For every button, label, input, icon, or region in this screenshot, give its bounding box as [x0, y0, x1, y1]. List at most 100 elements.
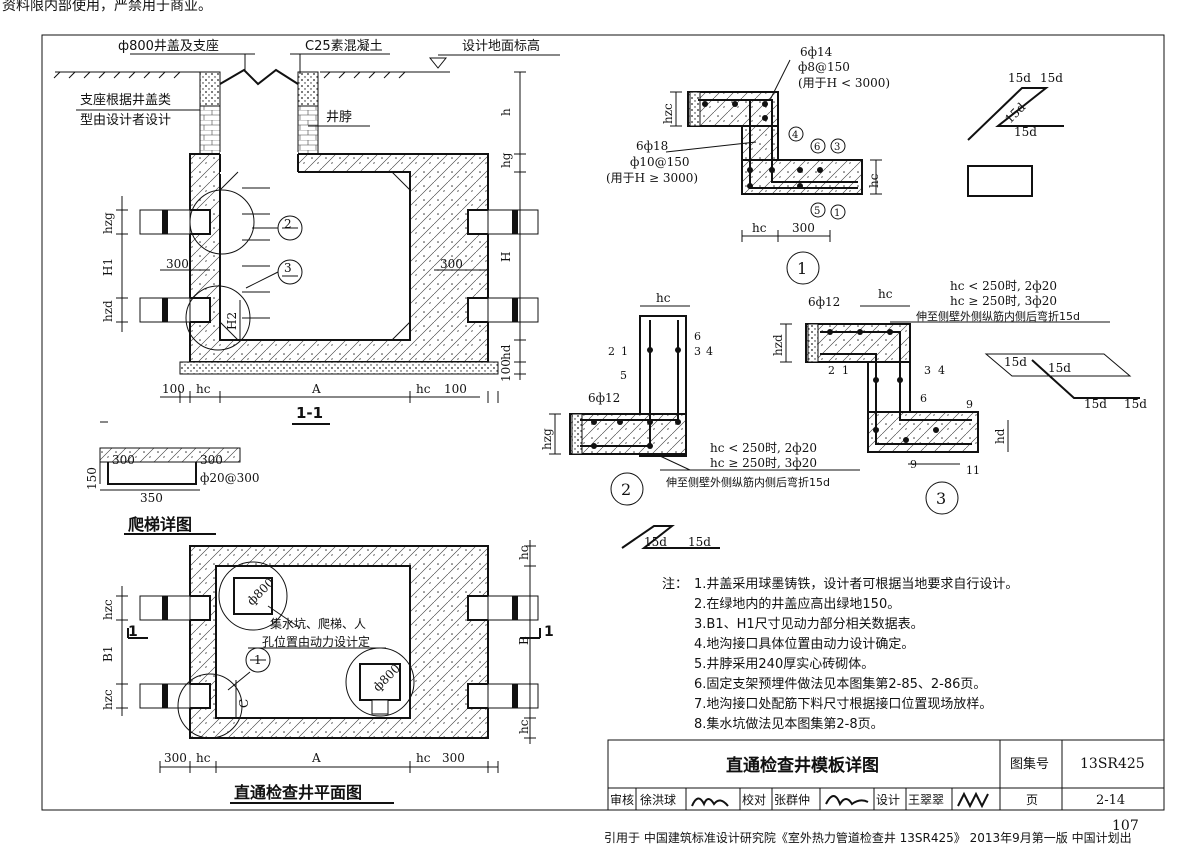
d3-hd: hd [993, 428, 1007, 444]
detail-2 [549, 305, 860, 506]
plan-300-right: 300 [442, 751, 465, 765]
sheet-frame [41, 34, 1165, 811]
note-8: 8.集水坑做法见本图集第2-8页。 [694, 716, 884, 732]
dim-hc-right: hc [416, 382, 431, 396]
dim-hc-left: hc [196, 382, 211, 396]
check-label: 校对 [742, 792, 766, 807]
d2-bend-note: 伸至侧壁外侧纵筋内侧后弯折15d [666, 475, 830, 489]
d3-hc: hc [878, 287, 893, 301]
section-view [53, 53, 560, 423]
hook-mid-a: 15d [1004, 355, 1027, 369]
section-title: 1-1 [296, 404, 323, 422]
plan-note-2: 孔位置由动力设计定 [262, 634, 370, 649]
d3-mark-3: 3 [924, 364, 931, 377]
dim-hzd: hzd [101, 300, 115, 322]
d1-mark-5: 5 [814, 206, 820, 217]
plan-300-left: 300 [164, 751, 187, 765]
ladder-300-right: 300 [200, 453, 223, 467]
ladder-150: 150 [85, 467, 99, 490]
dim-H1: H1 [101, 258, 115, 276]
d1-rebar-b: ф8@150 [798, 60, 850, 74]
plan-B1: B1 [101, 646, 115, 662]
d3-mark-6: 6 [920, 392, 927, 405]
d2-mark-6: 6 [694, 330, 701, 343]
ladder-300-left: 300 [112, 453, 135, 467]
d3-mark-4: 4 [938, 364, 945, 377]
callout-2: 2 [284, 217, 292, 231]
plan-callout-1: 1 [254, 653, 262, 667]
d3-note-lt: hc < 250时, 2ф20 [950, 279, 1057, 293]
dim-300-right: 300 [440, 257, 463, 271]
hook-top-b: 15d [1040, 71, 1063, 85]
cover-label: ф800井盖及支座 [118, 39, 219, 54]
dim-100-bl: 100 [162, 382, 185, 396]
dim-h: h [499, 108, 513, 116]
title-block [607, 739, 1165, 811]
dim-100-right: 100 [499, 359, 513, 382]
plan-A: A [311, 751, 321, 765]
dim-hd: hd [499, 344, 513, 360]
atlas-label: 图集号 [1010, 756, 1049, 772]
dim-H: H [499, 252, 513, 262]
footer-citation: 引用于 中国建筑标准设计研究院《室外热力管道检查井 13SR425》 2013年… [604, 830, 1132, 845]
d1-mark-3: 3 [834, 142, 840, 153]
d1-hc-vert: hc [867, 173, 881, 188]
d3-mark-9b: 9 [910, 458, 917, 471]
hook-top-d: 15d [1014, 125, 1037, 139]
neck-label: 井脖 [326, 109, 352, 125]
review-label: 审核 [610, 792, 634, 807]
ladder-350: 350 [140, 491, 163, 505]
hook-mid-c: 15d [1084, 397, 1107, 411]
page-label: 页 [1026, 793, 1038, 807]
plan-hzc-top: hzc [101, 599, 115, 620]
hook-low-a: 15d [644, 535, 667, 549]
hook-details [621, 87, 1140, 549]
note-4: 4.地沟接口具体位置由动力设计确定。 [694, 636, 914, 652]
hook-low-b: 15d [688, 535, 711, 549]
hook-mid-d: 15d [1124, 397, 1147, 411]
watermark: 资料限内部使用，严禁用于商业。 [2, 0, 212, 14]
d1-rebar-a: 6ф14 [800, 45, 833, 59]
d2-hc: hc [656, 291, 671, 305]
d1-rebar-d-note: (用于H ≥ 3000) [606, 171, 698, 185]
note-6: 6.固定支架预埋件做法见本图集第2-85、2-86页。 [694, 676, 986, 692]
footer-page: 107 [1112, 818, 1139, 834]
page-no: 2-14 [1096, 793, 1125, 808]
dim-hg: hg [499, 152, 513, 168]
d2-note-lt: hc < 250时, 2ф20 [710, 441, 817, 455]
plan-note-1: 集水坑、爬梯、人 [270, 616, 366, 631]
d1-300: 300 [792, 221, 815, 235]
plan-title: 直通检查井平面图 [234, 783, 362, 802]
d1-rebar-c: 6ф18 [636, 139, 668, 153]
dim-A: A [311, 382, 321, 396]
d1-mark-6: 6 [814, 142, 820, 153]
section-mark-left: 1 [128, 624, 138, 640]
plan-B: B [517, 636, 531, 645]
d2-number: 2 [621, 480, 631, 499]
ladder-detail [99, 447, 241, 491]
plan-hc-top: hc [517, 545, 531, 560]
checker: 张群仲 [774, 793, 810, 807]
d3-mark-9a: 9 [966, 398, 973, 411]
c25-label: C25素混凝土 [305, 38, 383, 54]
design-label: 设计 [876, 793, 900, 807]
d1-hc: hc [752, 221, 767, 235]
detail-1 [665, 59, 882, 285]
d1-mark-1: 1 [834, 208, 840, 219]
d3-rebar-top: 6ф12 [808, 295, 840, 309]
d2-rebar-top: 6ф12 [588, 391, 620, 405]
d2-note-ge: hc ≥ 250时, 3ф20 [710, 456, 817, 470]
support-note-1: 支座根据井盖类 [80, 93, 171, 108]
note-2: 2.在绿地内的井盖应高出绿地150。 [694, 596, 900, 612]
d3-hzd: hzd [771, 334, 785, 356]
d3-mark-1: 1 [842, 364, 849, 377]
plan-hc-bot: hc [517, 719, 531, 734]
d2-mark-3: 3 [694, 345, 701, 358]
design-ground-label: 设计地面标高 [462, 38, 540, 54]
d3-mark-11: 11 [966, 464, 980, 477]
support-note-2: 型由设计者设计 [80, 113, 171, 128]
section-mark-right: 1 [544, 624, 554, 640]
note-5: 5.井脖采用240厚实心砖砌体。 [694, 656, 874, 672]
d1-number: 1 [797, 259, 807, 278]
ladder-rebar: ф20@300 [200, 471, 260, 485]
